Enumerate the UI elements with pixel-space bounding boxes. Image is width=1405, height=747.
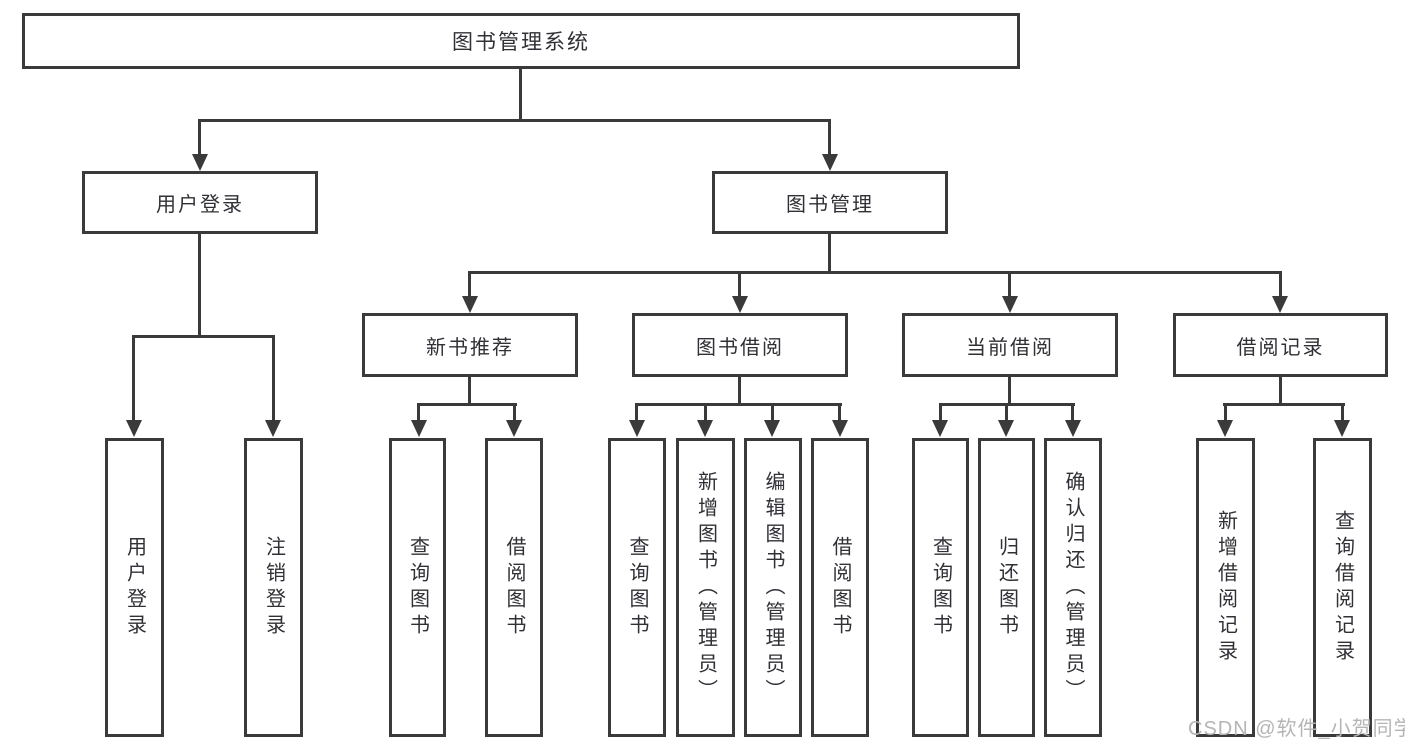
arrowhead-down-icon <box>764 420 780 437</box>
arrowhead-down-icon <box>192 154 208 171</box>
leaf-query-books-newrec: 查询图书 <box>389 438 446 737</box>
connector-arrow-shaft <box>1341 403 1344 422</box>
leaf-logout: 注销登录 <box>244 438 303 737</box>
leaf-edit-books-admin: 编辑图书（管理员） <box>744 438 802 737</box>
leaf-add-books-admin: 新增图书（管理员） <box>676 438 735 737</box>
arrowhead-down-icon <box>462 296 478 313</box>
connector-borrow-records-rail <box>1223 403 1345 406</box>
connector-arrow-shaft-leaf-login <box>132 335 135 422</box>
connector-arrow-shaft <box>417 403 420 422</box>
node-borrowing-records: 借阅记录 <box>1173 313 1388 377</box>
connector-new-book-rail <box>417 403 517 406</box>
connector-new-book-stem <box>468 377 471 406</box>
arrowhead-down-icon <box>1217 420 1233 437</box>
arrowhead-down-icon <box>629 420 645 437</box>
node-book-borrowing: 图书借阅 <box>632 313 848 377</box>
connector-arrow-shaft <box>635 403 638 422</box>
connector-level1-rail <box>198 119 831 122</box>
arrowhead-down-icon <box>998 420 1014 437</box>
arrowhead-down-icon <box>732 296 748 313</box>
node-current-borrowing: 当前借阅 <box>902 313 1118 377</box>
connector-arrow-shaft-new-book <box>468 271 471 298</box>
leaf-query-books-current: 查询图书 <box>912 438 969 737</box>
connector-arrow-shaft <box>704 403 707 422</box>
connector-book-mgmt-stem <box>828 234 831 273</box>
arrowhead-down-icon <box>822 154 838 171</box>
csdn-watermark: CSDN @软件_小贺同学 <box>1188 718 1405 740</box>
arrowhead-down-icon <box>697 420 713 437</box>
connector-arrow-shaft <box>1071 403 1074 422</box>
leaf-query-borrow-record: 查询借阅记录 <box>1313 438 1372 737</box>
connector-arrow-shaft-user-login <box>198 119 201 158</box>
connector-arrow-shaft <box>1224 403 1227 422</box>
connector-arrow-shaft-book-borrow <box>738 271 741 298</box>
connector-current-borrow-stem <box>1008 377 1011 406</box>
arrowhead-down-icon <box>265 420 281 437</box>
leaf-query-books-borrow: 查询图书 <box>608 438 666 737</box>
connector-arrow-shaft <box>513 403 516 422</box>
leaf-add-borrow-record: 新增借阅记录 <box>1196 438 1255 737</box>
arrowhead-down-icon <box>1002 296 1018 313</box>
leaf-user-login: 用户登录 <box>105 438 164 737</box>
arrowhead-down-icon <box>1334 420 1350 437</box>
leaf-borrow-books-newrec: 借阅图书 <box>485 438 543 737</box>
arrowhead-down-icon <box>1272 296 1288 313</box>
connector-book-borrow-rail <box>635 403 842 406</box>
connector-arrow-shaft-borrow-records <box>1279 271 1282 298</box>
node-new-book-recommend: 新书推荐 <box>362 313 578 377</box>
connector-arrow-shaft <box>939 403 942 422</box>
connector-arrow-shaft-book-mgmt <box>828 119 831 158</box>
node-library-management-system: 图书管理系统 <box>22 13 1020 69</box>
connector-arrow-shaft-current-borrow <box>1008 271 1011 298</box>
arrowhead-down-icon <box>126 420 142 437</box>
connector-borrow-records-stem <box>1279 377 1282 406</box>
arrowhead-down-icon <box>832 420 848 437</box>
leaf-confirm-return-admin: 确认归还（管理员） <box>1044 438 1102 737</box>
arrowhead-down-icon <box>411 420 427 437</box>
connector-level2-rail <box>468 271 1282 274</box>
node-user-login: 用户登录 <box>82 171 318 234</box>
connector-arrow-shaft <box>1005 403 1008 422</box>
connector-book-borrow-stem <box>738 377 741 406</box>
arrowhead-down-icon <box>932 420 948 437</box>
leaf-borrow-books: 借阅图书 <box>811 438 869 737</box>
arrowhead-down-icon <box>506 420 522 437</box>
connector-user-login-rail <box>132 335 275 338</box>
connector-arrow-shaft <box>771 403 774 422</box>
connector-arrow-shaft <box>838 403 841 422</box>
connector-user-login-stem <box>198 234 201 337</box>
connector-arrow-shaft-leaf-logout <box>272 335 275 422</box>
connector-root-stem <box>519 68 522 122</box>
node-book-management: 图书管理 <box>712 171 948 234</box>
leaf-return-books: 归还图书 <box>978 438 1035 737</box>
arrowhead-down-icon <box>1065 420 1081 437</box>
